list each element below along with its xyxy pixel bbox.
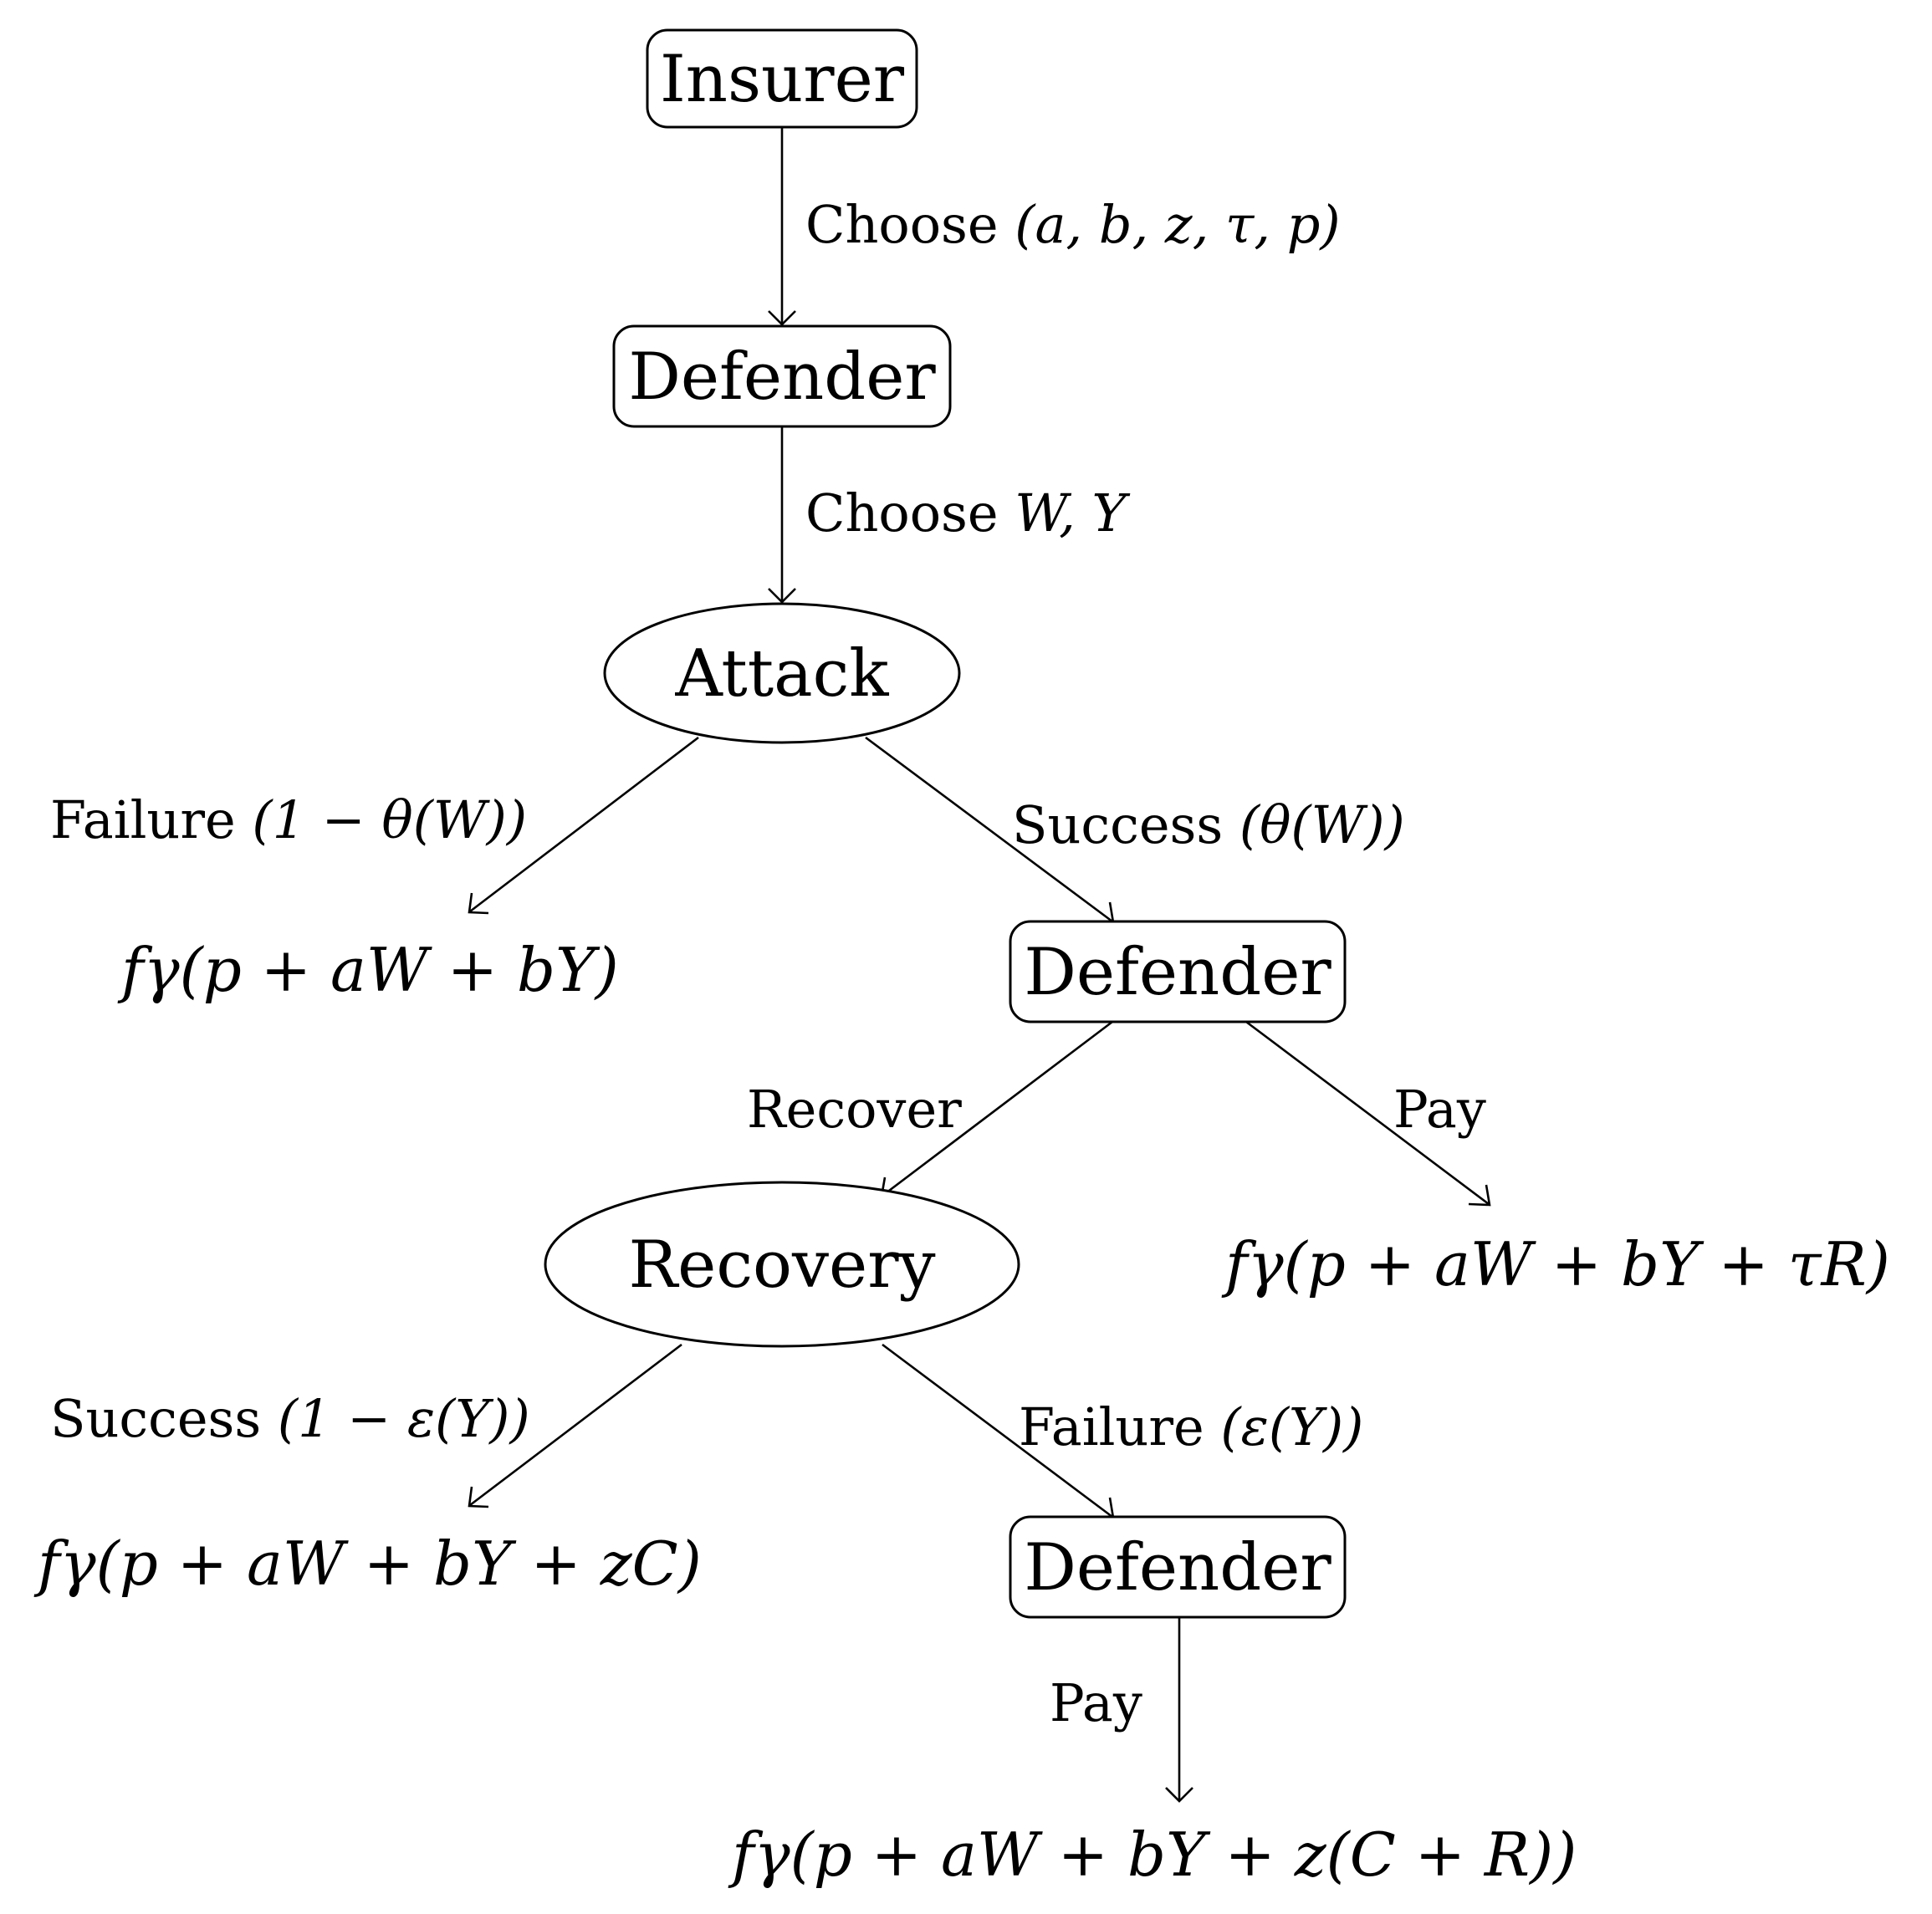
node-defender-1-label: Defender: [628, 339, 936, 415]
edge-recovery-failure: [882, 1343, 1113, 1518]
node-defender-3-label: Defender: [1024, 1530, 1331, 1605]
label-defender-recover: Recover: [747, 1079, 962, 1140]
label-attack-success: Success (θ(W)): [1012, 794, 1405, 855]
edge-defender-recover: [882, 1020, 1113, 1197]
node-defender-2: Defender: [1009, 920, 1347, 1023]
label-recovery-success: Success (1 − ε(Y)): [50, 1388, 530, 1449]
edges: [468, 127, 1491, 1803]
node-recovery-label: Recovery: [628, 1228, 935, 1303]
label-defender-pay: Pay: [1393, 1079, 1486, 1140]
label-insurer-to-defender: Choose (a, b, z, τ, p): [805, 194, 1341, 255]
node-defender-3: Defender: [1009, 1515, 1347, 1619]
label-recovery-failure: Failure (ε(Y)): [1019, 1396, 1363, 1457]
label-attack-failure: Failure (1 − θ(W)): [50, 789, 527, 850]
edge-attack-failure: [469, 736, 699, 913]
arrowhead-icon: [468, 1486, 489, 1508]
node-attack-label: Attack: [674, 636, 889, 712]
arrowhead-icon: [1165, 1787, 1193, 1803]
arrowhead-icon: [768, 588, 796, 604]
payoff-recovery-success: fγ(p + aW + bY + zC): [33, 1529, 702, 1599]
edge-recovery-success: [469, 1343, 682, 1507]
label-final-pay: Pay: [1050, 1672, 1142, 1733]
node-defender-2-label: Defender: [1024, 935, 1331, 1010]
arrowhead-icon: [768, 310, 796, 326]
edge-attack-success: [865, 736, 1113, 923]
node-insurer-label: Insurer: [660, 42, 905, 117]
payoff-attack-failure: fγ(p + aW + bY): [117, 935, 619, 1005]
label-defender-to-attack: Choose W, Y: [805, 482, 1131, 544]
edge-defender-pay: [1245, 1020, 1490, 1206]
payoff-recovery-failure-pay: fγ(p + aW + bY + z(C + R)): [728, 1820, 1577, 1890]
node-insurer: Insurer: [646, 28, 918, 129]
arrowhead-icon: [468, 892, 489, 915]
payoff-pay-ransom: fγ(p + aW + bY + τR): [1221, 1229, 1890, 1299]
node-defender-1: Defender: [612, 324, 952, 428]
node-recovery: Recovery: [544, 1181, 1020, 1348]
node-attack: Attack: [603, 602, 961, 744]
arrowhead-icon: [1468, 1184, 1491, 1207]
